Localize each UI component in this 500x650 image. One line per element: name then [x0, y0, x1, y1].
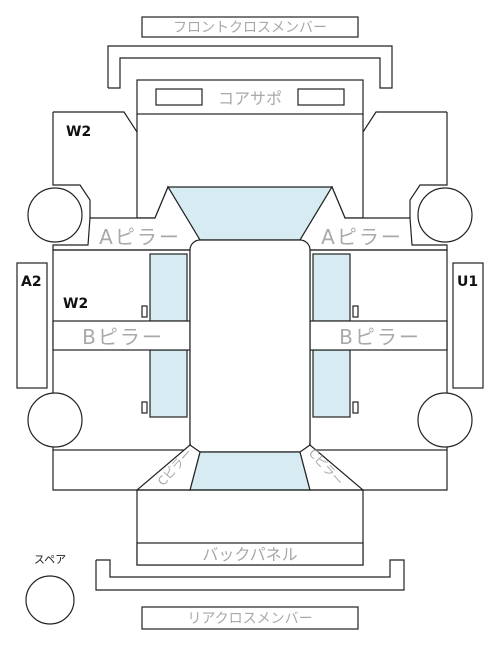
front-left-fender-top [53, 111, 138, 133]
a-pillar-left-label: Aピラー [99, 225, 181, 249]
roof-panel [189, 239, 311, 453]
a-pillar-right-label: Aピラー [321, 225, 403, 249]
right-front-window [312, 253, 351, 322]
rear-cross-member-frame [95, 559, 405, 591]
left-sill [16, 262, 48, 389]
front-cross-member-box [141, 16, 359, 38]
core-support-left-opening [155, 88, 203, 106]
front-left-fender-side [52, 112, 91, 218]
left-front-window [149, 253, 188, 322]
b-pillar-left-label: Bピラー [82, 325, 164, 349]
front-right-fender-top [362, 111, 447, 133]
b-pillar-right [309, 320, 448, 351]
front-right-fender-side [409, 112, 448, 218]
right-sill [452, 262, 484, 389]
right-front-door-handle [352, 305, 359, 318]
rear-left-wheel [27, 392, 83, 448]
spare-tire [25, 575, 75, 625]
damage-code-right-sill: U1 [457, 274, 478, 290]
core-support-label: コアサポ [218, 89, 282, 108]
b-pillar-left [52, 320, 191, 351]
damage-code-left-front-door: W2 [63, 296, 88, 312]
rear-left-quarter [52, 450, 137, 491]
right-rear-window [312, 349, 351, 418]
rear-right-quarter [363, 450, 448, 491]
front-left-wheel [27, 187, 83, 243]
b-pillar-right-label: Bピラー [339, 325, 421, 349]
spare-tire-label: スペア [34, 553, 66, 566]
right-rear-door-handle [352, 401, 359, 414]
left-front-door-handle [141, 305, 148, 318]
rear-cross-member-box [141, 606, 359, 630]
damage-code-left-sill: A2 [21, 274, 42, 290]
left-rear-window [149, 349, 188, 418]
rear-right-wheel [417, 392, 473, 448]
front-right-wheel [417, 187, 473, 243]
rear-window [189, 451, 311, 491]
damage-code-front-left-fender: W2 [66, 124, 91, 140]
core-support-right-opening [297, 88, 345, 106]
front-cross-member-frame [107, 45, 393, 89]
rear-cross-member-label: リアクロスメンバー [187, 611, 312, 627]
front-cross-member-label: フロントクロスメンバー [173, 20, 327, 36]
back-panel-label: バックパネル [202, 545, 297, 564]
left-rear-door-handle [141, 401, 148, 414]
back-panel [136, 542, 364, 566]
